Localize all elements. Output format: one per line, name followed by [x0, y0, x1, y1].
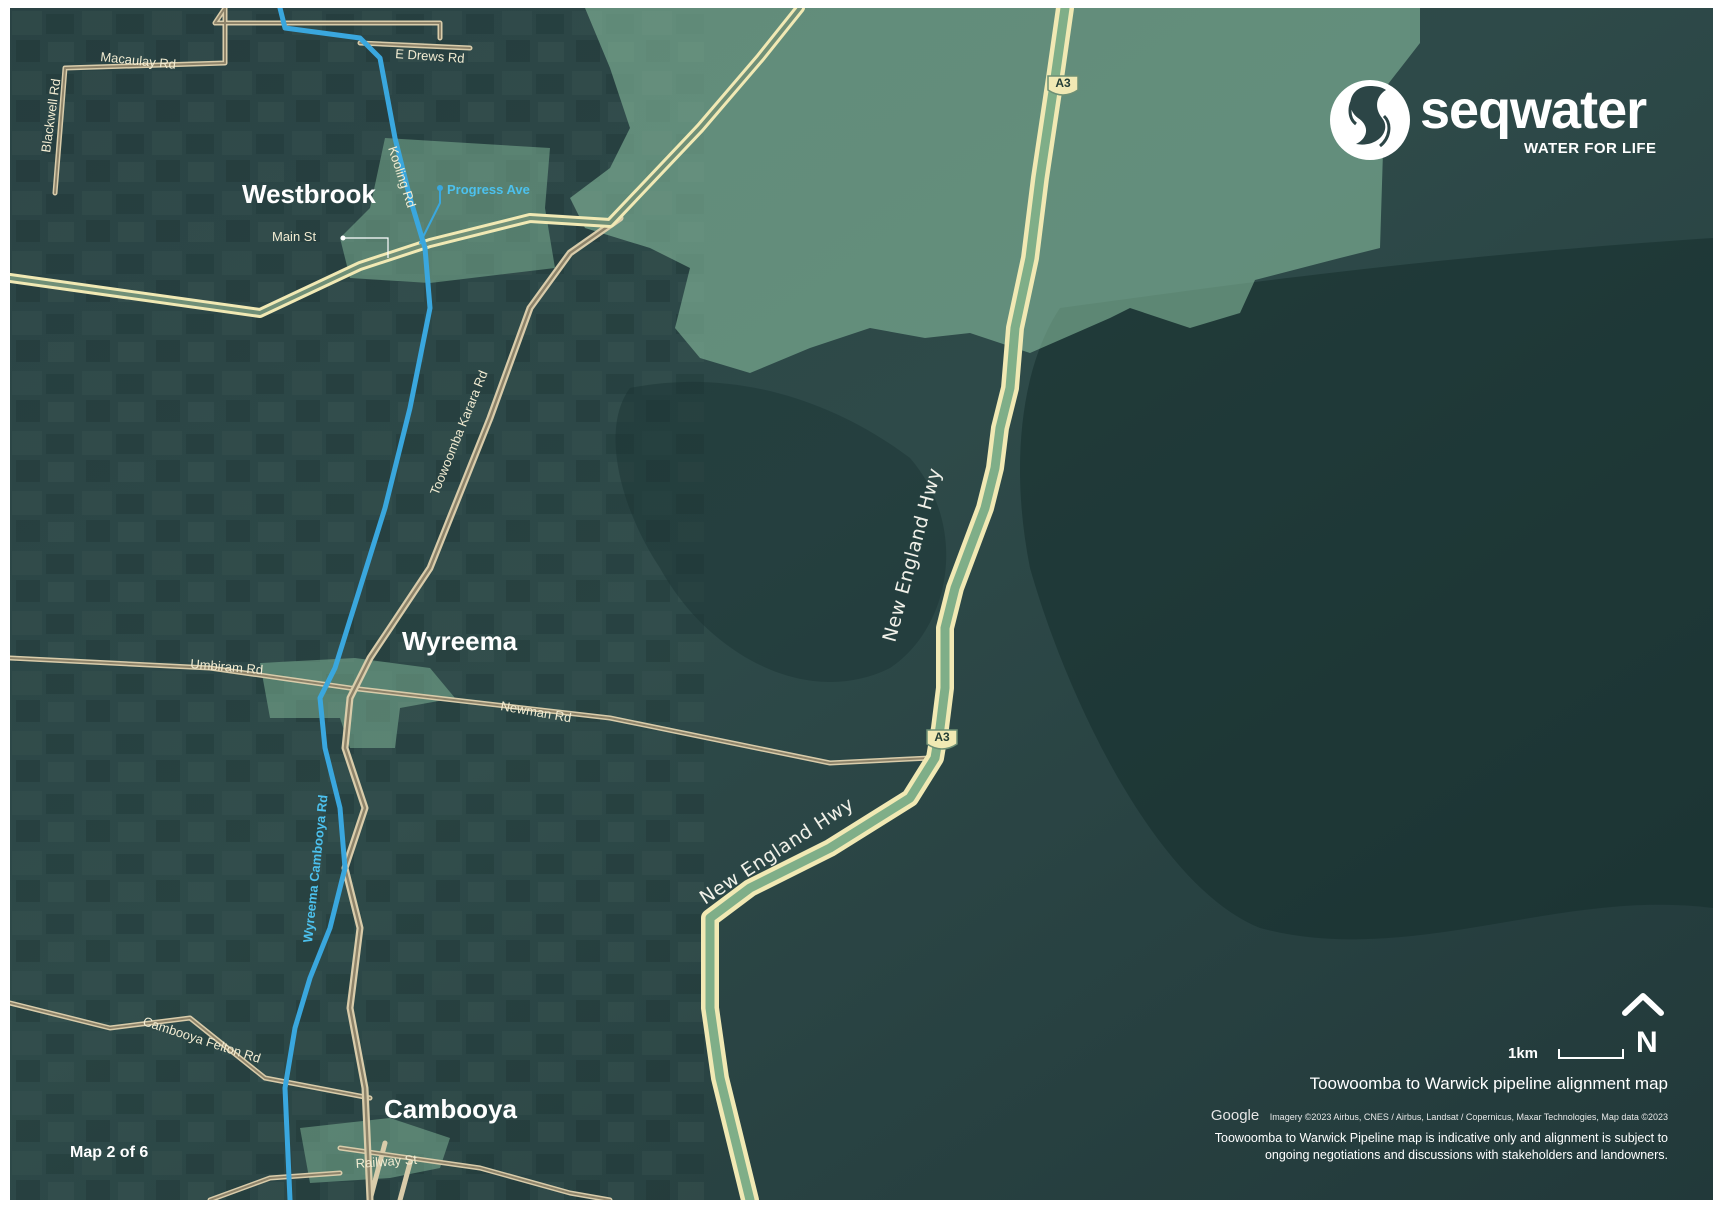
westbrook-main-road: [10, 8, 805, 318]
seqwater-tagline: WATER FOR LIFE: [1524, 140, 1657, 157]
pipeline-route[interactable]: [277, 8, 443, 1200]
urban-area-westbrook: [340, 138, 555, 283]
road-label-e-drews: E Drews Rd: [395, 46, 465, 66]
north-arrow-icon: [1622, 993, 1664, 1016]
road-label-progress: Progress Ave: [447, 182, 530, 197]
road-label-main-st: Main St: [272, 229, 316, 244]
forest-area-ridge: [615, 381, 947, 682]
highway-shield-a3-upper: A3: [1047, 75, 1079, 96]
scale-bar: 1km: [1508, 1043, 1628, 1065]
credit-row: Google Imagery ©2023 Airbus, CNES / Airb…: [1060, 1107, 1668, 1125]
road-label-umbiram: Umbiram Rd: [190, 656, 264, 677]
imagery-credit: Imagery ©2023 Airbus, CNES / Airbus, Lan…: [1269, 1112, 1668, 1122]
town-label-cambooya: Cambooya: [384, 1094, 517, 1124]
road-label-railway: Railway St: [355, 1152, 418, 1171]
new-england-highway: [701, 8, 1074, 1200]
highway-shield-a3-upper-text: A3: [1055, 76, 1071, 90]
map-title: Toowoomba to Warwick pipeline alignment …: [1309, 1074, 1668, 1093]
town-label-wyreema: Wyreema: [402, 626, 518, 656]
highway-shield-a3-lower-text: A3: [934, 730, 950, 744]
disclaimer-line-2: ongoing negotiations and discussions wit…: [1264, 1148, 1668, 1162]
map-canvas[interactable]: A3 A3 Westbrook Wyreema Cambooya E Drews…: [10, 8, 1713, 1200]
google-logo: Google: [1210, 1107, 1260, 1124]
seqwater-logo: seqwater WATER FOR LIFE: [1328, 78, 1668, 168]
town-label-westbrook: Westbrook: [242, 179, 376, 209]
map-frame[interactable]: A3 A3 Westbrook Wyreema Cambooya E Drews…: [10, 8, 1713, 1200]
map-page-indicator: Map 2 of 6: [70, 1144, 149, 1161]
seqwater-logo-icon: [1330, 80, 1410, 160]
forest-area-east: [1020, 238, 1713, 940]
scale-label: 1km: [1508, 1045, 1539, 1062]
scale-line: [1558, 1049, 1624, 1059]
disclaimer: Toowoomba to Warwick Pipeline map is ind…: [1060, 1130, 1668, 1164]
seqwater-wordmark: seqwater: [1420, 80, 1647, 140]
disclaimer-line-1: Toowoomba to Warwick Pipeline map is ind…: [1214, 1131, 1668, 1145]
main-st-marker: [340, 235, 389, 258]
north-indicator: N: [1628, 998, 1678, 1068]
urban-area-toowoomba: [570, 8, 1420, 373]
local-roads: [10, 8, 933, 1200]
highway-shield-a3-lower: A3: [926, 729, 958, 750]
north-label: N: [1636, 1026, 1658, 1059]
